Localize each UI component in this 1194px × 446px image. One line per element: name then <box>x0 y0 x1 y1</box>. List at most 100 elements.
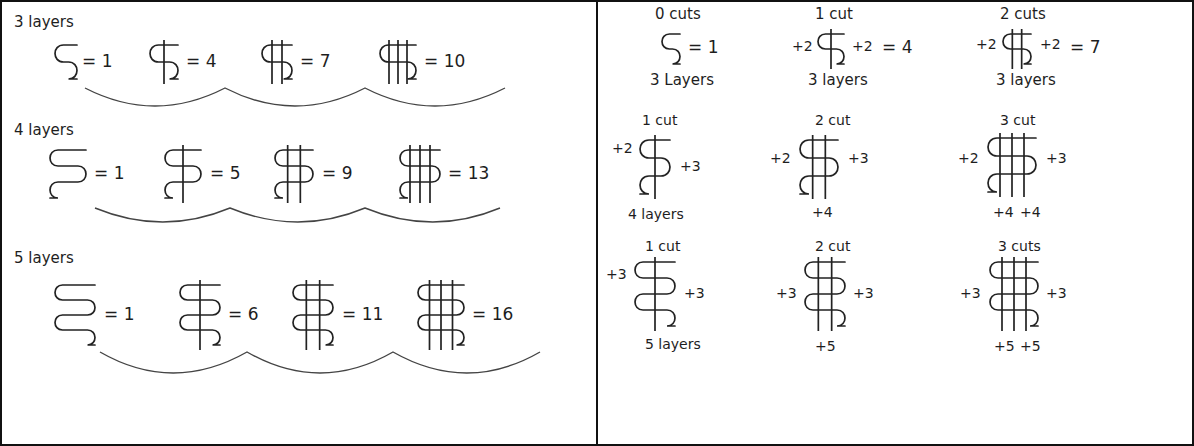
handwritten-label: +3 <box>848 150 869 166</box>
handwritten-label: 1 cut <box>642 112 677 128</box>
handwritten-label: = 9 <box>322 164 352 184</box>
handwritten-label: = 6 <box>228 305 258 325</box>
cut-line <box>1001 257 1003 331</box>
handwritten-label: +4 <box>812 204 833 220</box>
cut-line <box>440 280 442 350</box>
handwritten-label: 1 cut <box>645 238 680 254</box>
serpentine-string <box>800 140 838 194</box>
handwritten-label: +2 <box>958 150 979 166</box>
handwritten-label: = 4 <box>882 38 912 58</box>
cut-line <box>1023 133 1025 197</box>
cut-line <box>812 135 814 199</box>
cut-line <box>419 145 421 203</box>
scallop-bracket <box>85 88 505 106</box>
handwritten-label: 3 layers <box>14 14 74 31</box>
handwritten-label: 0 cuts <box>655 6 701 23</box>
handwritten-label: +3 <box>1046 150 1067 166</box>
handwritten-label: = 1 <box>82 52 112 72</box>
cut-line <box>388 40 390 84</box>
cut-line <box>199 280 201 350</box>
cut-line <box>1025 257 1027 331</box>
handwritten-label: = 5 <box>210 164 240 184</box>
strand-group <box>50 29 1038 350</box>
handwritten-label: = 10 <box>424 52 465 72</box>
cut-line <box>281 40 283 84</box>
serpentine-string <box>1003 34 1031 64</box>
cut-line <box>654 135 656 199</box>
handwritten-label: +2 <box>976 36 997 52</box>
cut-line <box>271 40 273 84</box>
handwritten-label: = 4 <box>186 52 216 72</box>
serpentine-string <box>293 285 333 345</box>
cut-line <box>299 145 301 203</box>
handwritten-label: 3 cuts <box>998 238 1041 254</box>
serpentine-string <box>262 45 292 79</box>
handwritten-label: 3 layers <box>808 72 868 89</box>
cut-line <box>409 145 411 203</box>
handwritten-label: +3 <box>853 285 874 301</box>
cut-line <box>163 40 165 84</box>
handwritten-label: 5 layers <box>645 336 701 352</box>
handwritten-label: 4 layers <box>628 206 684 222</box>
handwritten-label: = 7 <box>300 52 330 72</box>
cut-line <box>287 145 289 203</box>
handwritten-label: 2 cuts <box>1000 6 1046 23</box>
handwritten-label: +4 <box>993 204 1014 220</box>
cut-line <box>1021 29 1023 69</box>
handwritten-label: +3 <box>776 285 797 301</box>
handwritten-label: +3 <box>606 266 627 282</box>
cut-line <box>397 40 399 84</box>
handwritten-label: 3 Layers <box>650 72 714 89</box>
handwritten-label: +3 <box>1046 285 1067 301</box>
handwritten-label: 2 cut <box>815 238 850 254</box>
cut-line <box>1011 133 1013 197</box>
handwritten-label: +5 <box>1020 338 1041 354</box>
cut-line <box>654 257 656 331</box>
panel-divider <box>596 1 598 445</box>
serpentine-string <box>55 285 95 345</box>
cut-line <box>830 29 832 69</box>
handwritten-label: +3 <box>680 158 701 174</box>
handwritten-label: +2 <box>1040 36 1061 52</box>
handwritten-label: = 1 <box>688 38 718 58</box>
handwritten-label: = 11 <box>342 305 383 325</box>
handwritten-label: 1 cut <box>815 6 853 23</box>
serpentine-string <box>55 45 77 79</box>
cut-line <box>824 135 826 199</box>
handwritten-label: = 13 <box>448 164 489 184</box>
cut-line <box>182 145 184 203</box>
handwritten-label: 5 layers <box>14 250 74 267</box>
handwritten-label: 3 cut <box>1000 112 1035 128</box>
cut-line <box>319 280 321 350</box>
handwritten-label: +2 <box>770 150 791 166</box>
handwritten-label: = 16 <box>472 305 513 325</box>
serpentine-string <box>275 150 313 198</box>
serpentine-string <box>662 34 680 64</box>
handwritten-label: = 1 <box>104 305 134 325</box>
cut-line <box>305 280 307 350</box>
serpentine-string <box>805 262 845 326</box>
handwritten-label: +2 <box>792 38 813 54</box>
handwritten-label: +3 <box>960 285 981 301</box>
handwritten-label: +5 <box>815 338 836 354</box>
cut-line <box>999 133 1001 197</box>
cut-line <box>429 145 431 203</box>
handwritten-label: +5 <box>994 338 1015 354</box>
cut-line <box>817 257 819 331</box>
handwritten-label: +2 <box>612 140 633 156</box>
scallop-bracket <box>95 208 500 222</box>
handwritten-label: = 7 <box>1070 38 1100 58</box>
handwritten-label: = 1 <box>94 164 124 184</box>
cut-line <box>452 280 454 350</box>
scallop-bracket <box>100 352 540 373</box>
handwritten-label: +3 <box>684 285 705 301</box>
cut-line <box>1013 257 1015 331</box>
handwritten-label: +4 <box>1020 204 1041 220</box>
cut-line <box>1011 29 1013 69</box>
cut-line <box>406 40 408 84</box>
handwritten-label: 4 layers <box>14 122 74 139</box>
cut-line <box>429 280 431 350</box>
